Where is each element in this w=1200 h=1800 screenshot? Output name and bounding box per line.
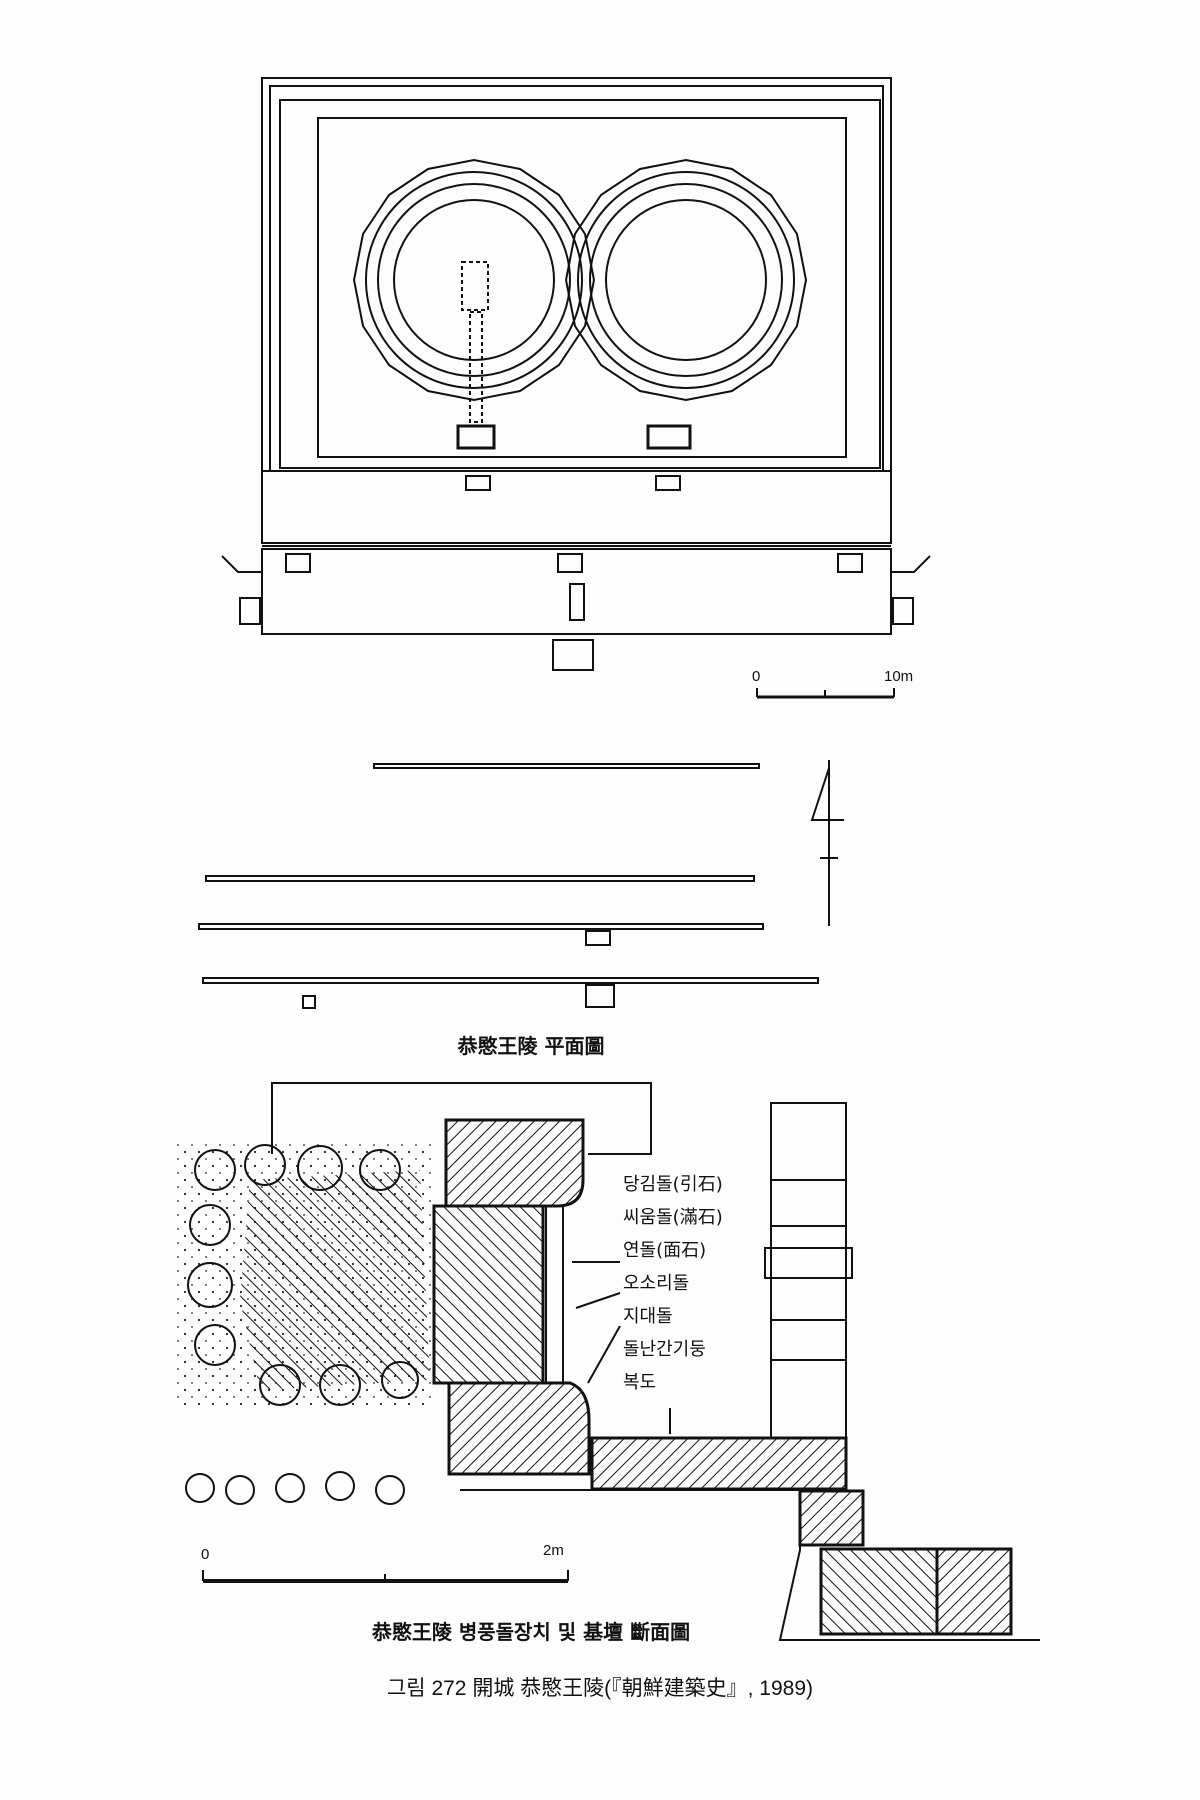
scale-bar-plan [756,688,895,699]
north-arrow-icon [810,760,844,926]
scale-bar-section [202,1570,569,1583]
label-danggimdol: 당김돌(引石) [623,1174,723,1195]
railing-post [764,1102,853,1439]
label-dollangangidung: 돌난간기둥 [623,1339,706,1360]
tomb-mound-right [564,158,808,450]
section-view [177,1082,1040,1641]
section-scale-end: 2m [543,1542,564,1559]
rubble-stones [185,1144,419,1505]
section-scale-zero: 0 [201,1546,210,1563]
plan-view [221,77,931,699]
label-ssiumdol: 씨움돌(滿石) [623,1207,723,1228]
label-osoridol: 오소리돌 [623,1273,690,1294]
terraces [221,470,931,671]
leader-arrows [572,1261,671,1434]
section-labels: 당김돌(引石) 씨움돌(滿石) 연돌(面石) 오소리돌 지대돌 돌난간기둥 복도 [623,1168,723,1399]
figure-caption: 그림 272 開城 恭愍王陵(『朝鮮建築史』, 1989) [386,1677,814,1700]
section-caption: 恭愍王陵 병풍돌장치 및 基壇 斷面圖 [371,1620,691,1644]
label-bokdo: 복도 [623,1372,657,1393]
elevation-lines [198,763,819,1009]
label-yeondol: 연돌(面石) [623,1240,707,1261]
plan-scale-end: 10m [884,668,914,685]
plan-scale-zero: 0 [752,668,761,685]
plan-caption: 恭愍王陵 平面圖 [457,1034,605,1058]
label-jidaedol: 지대돌 [623,1306,673,1327]
tomb-mound-left [352,158,596,450]
